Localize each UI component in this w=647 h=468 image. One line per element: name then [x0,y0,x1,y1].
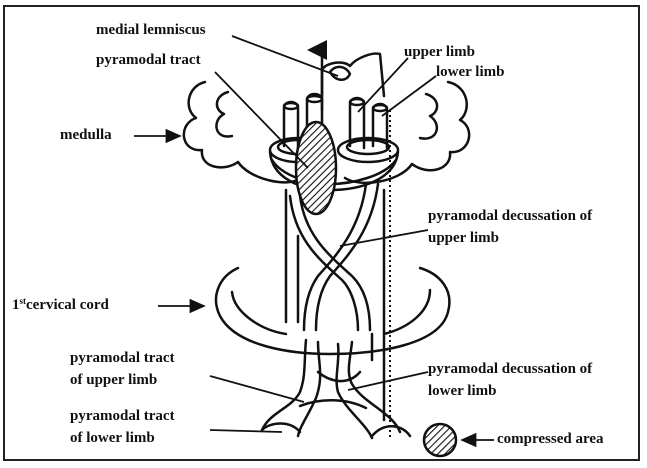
hatched-circle-icon [424,424,456,456]
label-tract-lower-2: of lower limb [70,430,155,447]
medulla-outline-right-inner [420,94,437,139]
label-decussation-upper-2: upper limb [428,230,499,247]
label-decussation-lower-1: pyramodal decussation of [428,361,592,378]
leader-tract-upper-limb [210,376,304,402]
label-cervical-cord: 1stcervical cord [12,297,109,314]
leader-decussation-lower [348,372,428,390]
decussation-lower [318,372,360,381]
label-medulla: medulla [60,127,112,144]
medulla-outline [184,82,300,182]
label-compressed-area: compressed area [497,431,604,448]
medulla-outline-inner [216,92,232,137]
label-upper-limb: upper limb [404,44,475,61]
label-lower-limb: lower limb [436,64,504,81]
compressed-area-lesion [296,122,336,214]
leader-pyramodal-tract [215,72,308,168]
tract-upper-left [290,196,358,330]
medulla-ring-right-inner [347,140,389,154]
leader-tract-lower-limb [210,430,282,432]
label-medial-lemniscus: medial lemniscus [96,22,206,39]
cervical-cord-outline [216,268,449,354]
label-tract-upper-2: of upper limb [70,372,157,389]
label-tract-upper-1: pyramodal tract [70,350,175,367]
label-decussation-lower-2: lower limb [428,383,496,400]
label-decussation-upper-1: pyramodal decussation of [428,208,592,225]
label-tract-lower-1: pyramodal tract [70,408,175,425]
label-pyramodal-tract: pyramodal tract [96,52,201,69]
leader-lower-limb [382,76,436,116]
